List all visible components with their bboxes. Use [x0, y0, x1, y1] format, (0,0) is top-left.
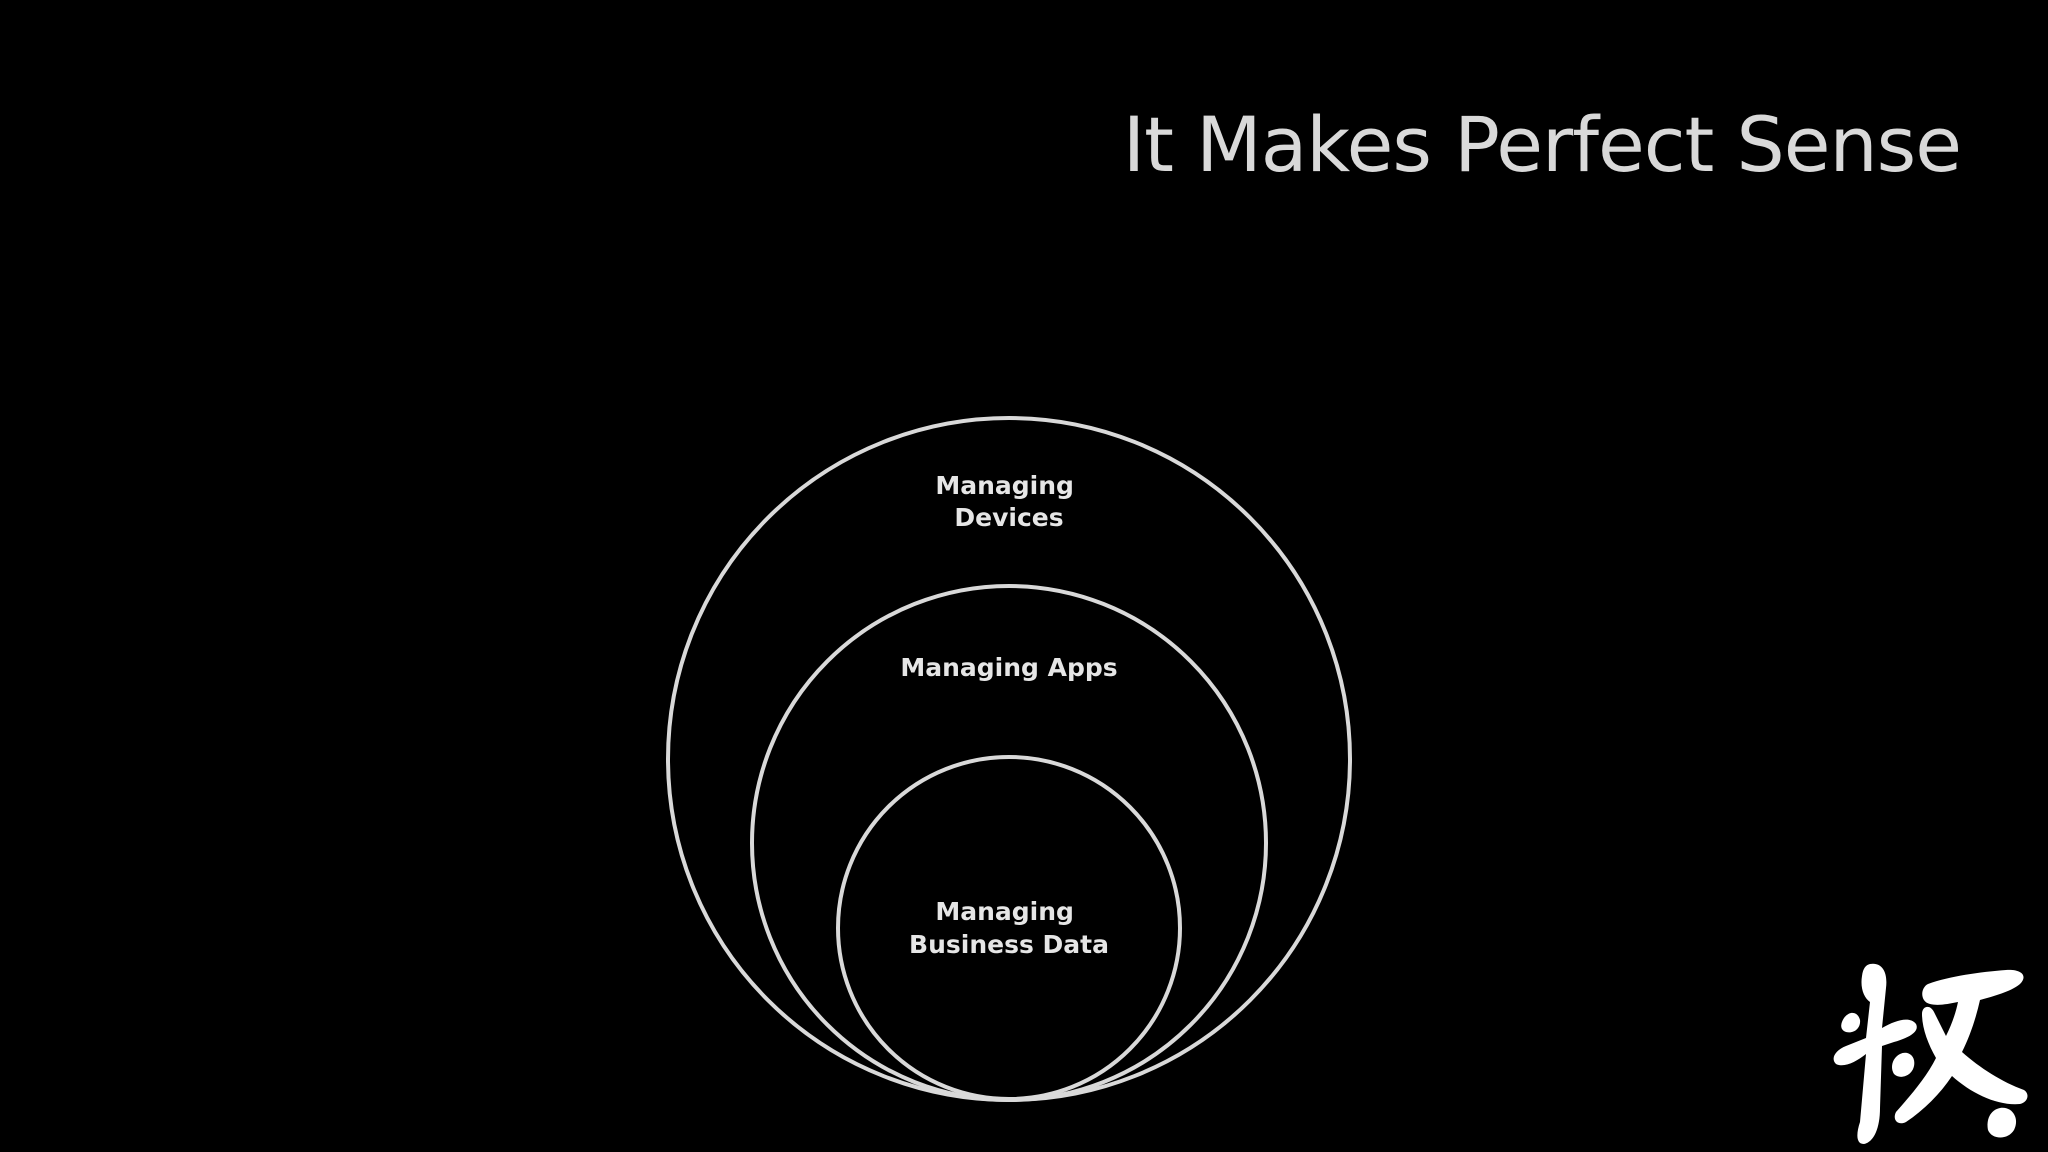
label-outer-line-2: Devices: [954, 503, 1063, 532]
label-middle-line-1: Managing Apps: [900, 653, 1117, 682]
label-inner: Managing Business Data: [909, 897, 1109, 959]
label-middle: Managing Apps: [900, 653, 1117, 682]
brush-calligraphy-logo-icon: [1833, 963, 2028, 1144]
slide-title: It Makes Perfect Sense: [1122, 100, 1962, 189]
circle-inner: [836, 755, 1182, 1101]
label-inner-line-2: Business Data: [909, 930, 1109, 959]
label-inner-line-1: Managing: [935, 897, 1074, 926]
label-outer-line-1: Managing: [935, 471, 1074, 500]
label-outer: Managing Devices: [935, 471, 1082, 532]
